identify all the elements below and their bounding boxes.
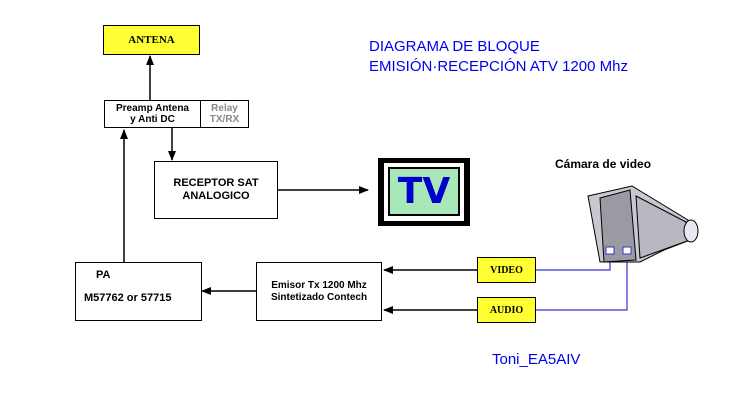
emisor-block: Emisor Tx 1200 Mhz Sintetizado Contech: [256, 262, 382, 321]
tv-label: TV: [397, 171, 451, 212]
preamp-block: Preamp Antena y Anti DC: [104, 100, 201, 128]
tv-icon: [378, 158, 470, 226]
antena-block: ANTENA: [103, 25, 200, 55]
pa-label-line1: PA: [96, 269, 111, 281]
preamp-label-line2: y Anti DC: [130, 114, 175, 125]
line-camera-audio: [536, 253, 628, 311]
relay-label-line2: TX/RX: [209, 114, 240, 125]
camera-label: Cámara de video: [555, 157, 652, 171]
preamp-label-line1: Preamp Antena: [116, 103, 189, 114]
diagram-title-line2: EMISIÓN·RECEPCIÓN ATV 1200 Mhz: [369, 58, 628, 75]
pa-block: PA M57762 or 57715: [75, 262, 202, 321]
video-camera-icon: [587, 185, 699, 263]
pa-label-line2: M57762 or 57715: [84, 292, 172, 304]
receptor-block: RECEPTOR SAT ANALOGICO: [154, 161, 278, 219]
author-credit: Toni_EA5AIV: [492, 351, 581, 368]
receptor-label-line1: RECEPTOR SAT: [173, 177, 259, 189]
video-block: VIDEO: [477, 257, 536, 283]
emisor-label-line2: Sintetizado Contech: [270, 291, 368, 303]
emisor-label-line1: Emisor Tx 1200 Mhz: [271, 279, 367, 291]
receptor-label-line2: ANALOGICO: [182, 190, 250, 202]
relay-label-line1: Relay: [211, 103, 238, 114]
relay-block: Relay TX/RX: [200, 100, 249, 128]
audio-block: AUDIO: [477, 297, 536, 323]
diagram-title-line1: DIAGRAMA DE BLOQUE: [369, 38, 540, 55]
